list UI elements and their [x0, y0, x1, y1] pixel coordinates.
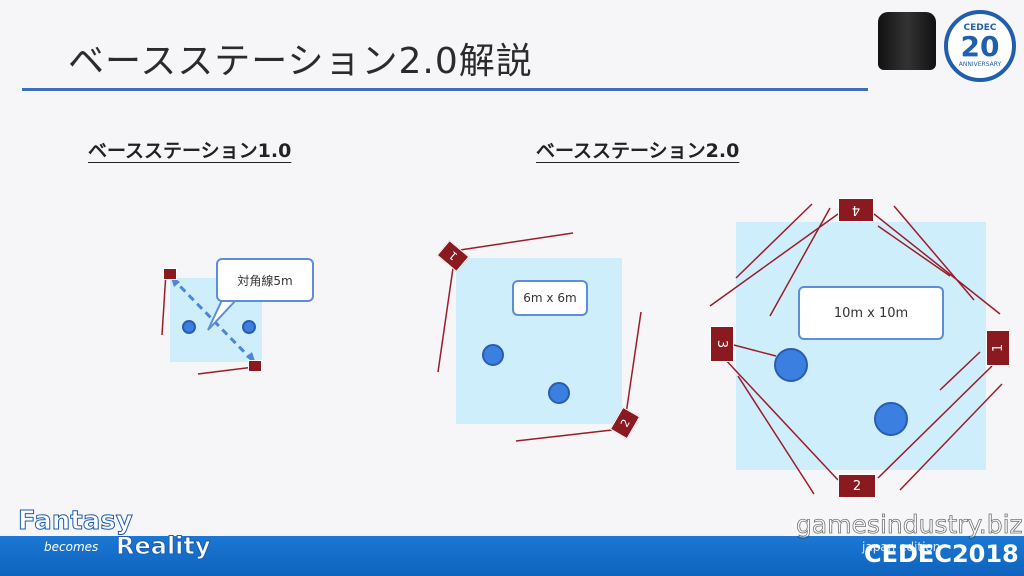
v1-sweep-line	[161, 271, 167, 336]
base-station-device-photo	[878, 12, 936, 70]
heading-basestation-1: ベースステーション1.0	[88, 140, 292, 162]
footer-becomes: becomes	[44, 540, 99, 554]
v1-tracked-object	[182, 320, 196, 334]
v2-large-sweep-line	[873, 213, 1001, 315]
v2-small-sweep-line	[515, 429, 613, 442]
v1-diagonal-callout: 対角線5m	[216, 258, 314, 302]
v2-large-base-station: 3	[710, 326, 734, 362]
v2-large-sweep-line	[729, 343, 777, 357]
v2-small-sweep-line	[459, 232, 574, 251]
slide-title: ベースステーション2.0解説	[68, 41, 533, 82]
v2-large-sweep-line	[769, 207, 831, 317]
watermark-region: japan edition	[862, 540, 941, 554]
v2-large-area-label: 10m x 10m	[798, 286, 944, 340]
v1-base-station	[248, 360, 262, 372]
v2-large-play-area	[736, 222, 986, 470]
v2-large-sweep-line	[939, 351, 981, 391]
v2-small-sweep-line	[625, 311, 642, 415]
v1-diagonal-arrow	[170, 276, 256, 364]
v2-large-sweep-line	[709, 213, 839, 307]
v2-large-base-station: 4	[838, 198, 874, 222]
v2-large-base-station: 1	[986, 330, 1010, 366]
v2-large-sweep-line	[899, 383, 1003, 491]
v1-tracked-object	[242, 320, 256, 334]
cedec-20th-logo: CEDEC 20 ANNIVERSARY	[944, 10, 1016, 82]
v2-large-sweep-line	[735, 203, 813, 279]
v2-large-tracked-object	[874, 402, 908, 436]
title-underline	[22, 88, 868, 91]
footer-cedec-2018: CEDEC2018	[864, 540, 1019, 568]
heading-basestation-2: ベースステーション2.0	[536, 140, 740, 162]
v2-large-sweep-line	[877, 365, 993, 479]
footer-reality: Reality	[116, 532, 212, 561]
v2-large-sweep-line	[721, 355, 839, 481]
v2-large-sweep-line	[877, 225, 951, 277]
v2-small-tracked-object	[548, 382, 570, 404]
v2-large-base-station: 2	[838, 474, 876, 498]
v2-large-sweep-line	[893, 205, 975, 301]
watermark-site: gamesindustry.biz	[796, 510, 1023, 540]
logo-top-text: CEDEC	[963, 23, 997, 33]
v2-small-tracked-object	[482, 344, 504, 366]
footer-fantasy: Fantasy	[18, 506, 134, 537]
logo-number: 20	[960, 30, 1000, 63]
v1-base-station	[163, 268, 177, 280]
logo-bottom-text: ANNIVERSARY	[958, 61, 1002, 68]
v2-large-tracked-object	[774, 348, 808, 382]
v2-large-sweep-line	[737, 375, 815, 495]
v2-small-sweep-line	[437, 267, 454, 373]
footer-bar	[0, 536, 1024, 576]
v2-small-area-label: 6m x 6m	[512, 280, 588, 316]
